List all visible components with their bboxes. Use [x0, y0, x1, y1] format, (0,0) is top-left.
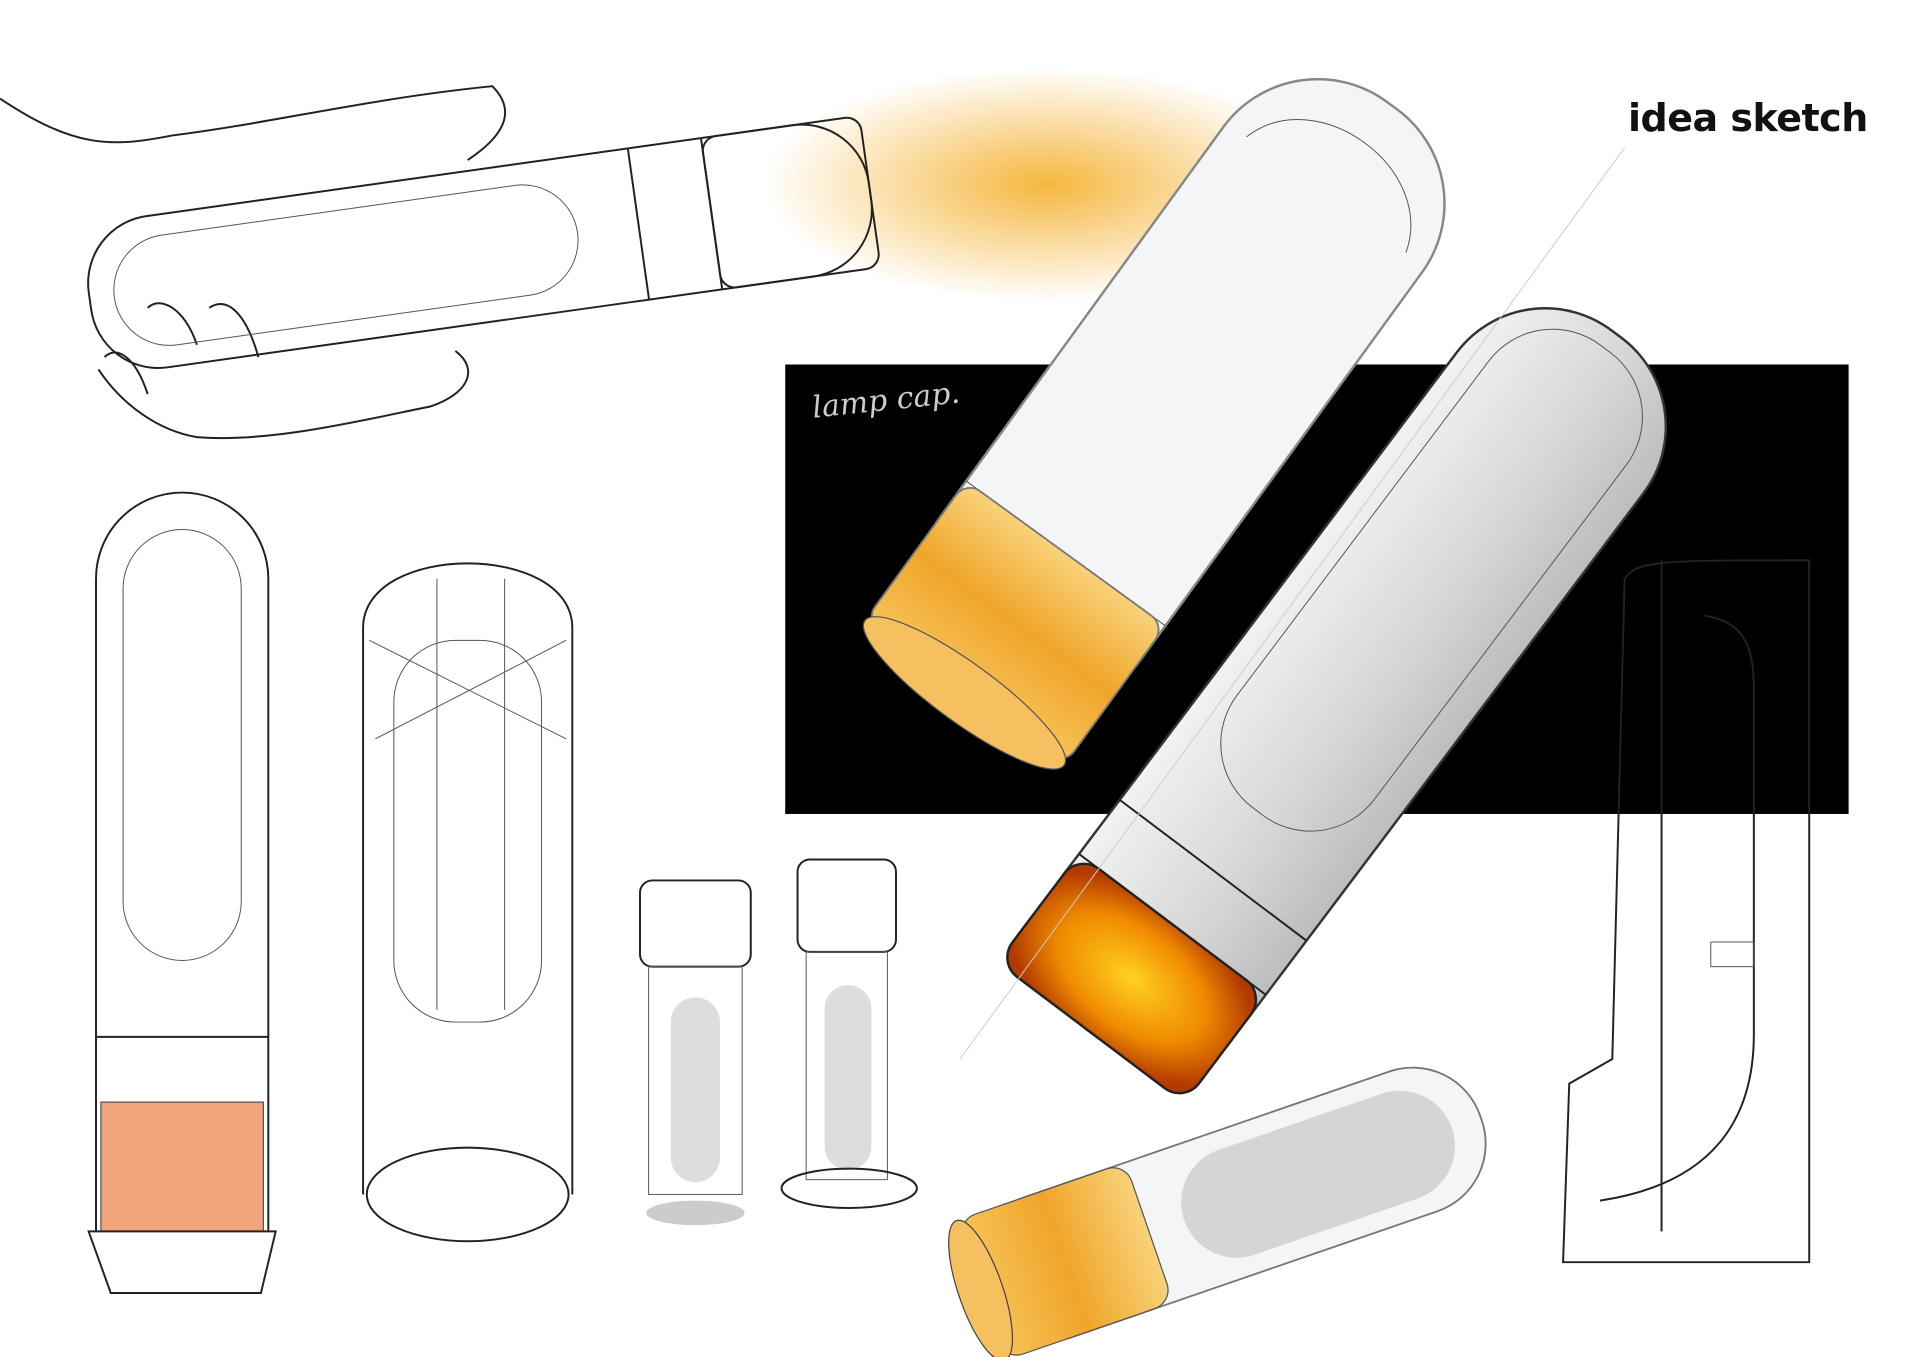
- side-profile-sketch: [1562, 559, 1811, 1264]
- guide-line: [959, 147, 1626, 1060]
- horizontal-lamp-sketch: [948, 1066, 1487, 1357]
- vertical-lamp-sketch: [87, 491, 277, 1294]
- clear-lamp-sketch: [862, 77, 1446, 770]
- wireframe-sketch: [362, 562, 574, 1243]
- gray-lamp-sketch: [1006, 307, 1668, 1095]
- page-title: idea sketch: [1628, 96, 1868, 140]
- handheld-lamp-sketch: [87, 116, 880, 369]
- hand-sketch: [0, 85, 507, 440]
- small-cup-sketch-1: [639, 879, 752, 1226]
- small-cup-sketch-2: [780, 858, 918, 1209]
